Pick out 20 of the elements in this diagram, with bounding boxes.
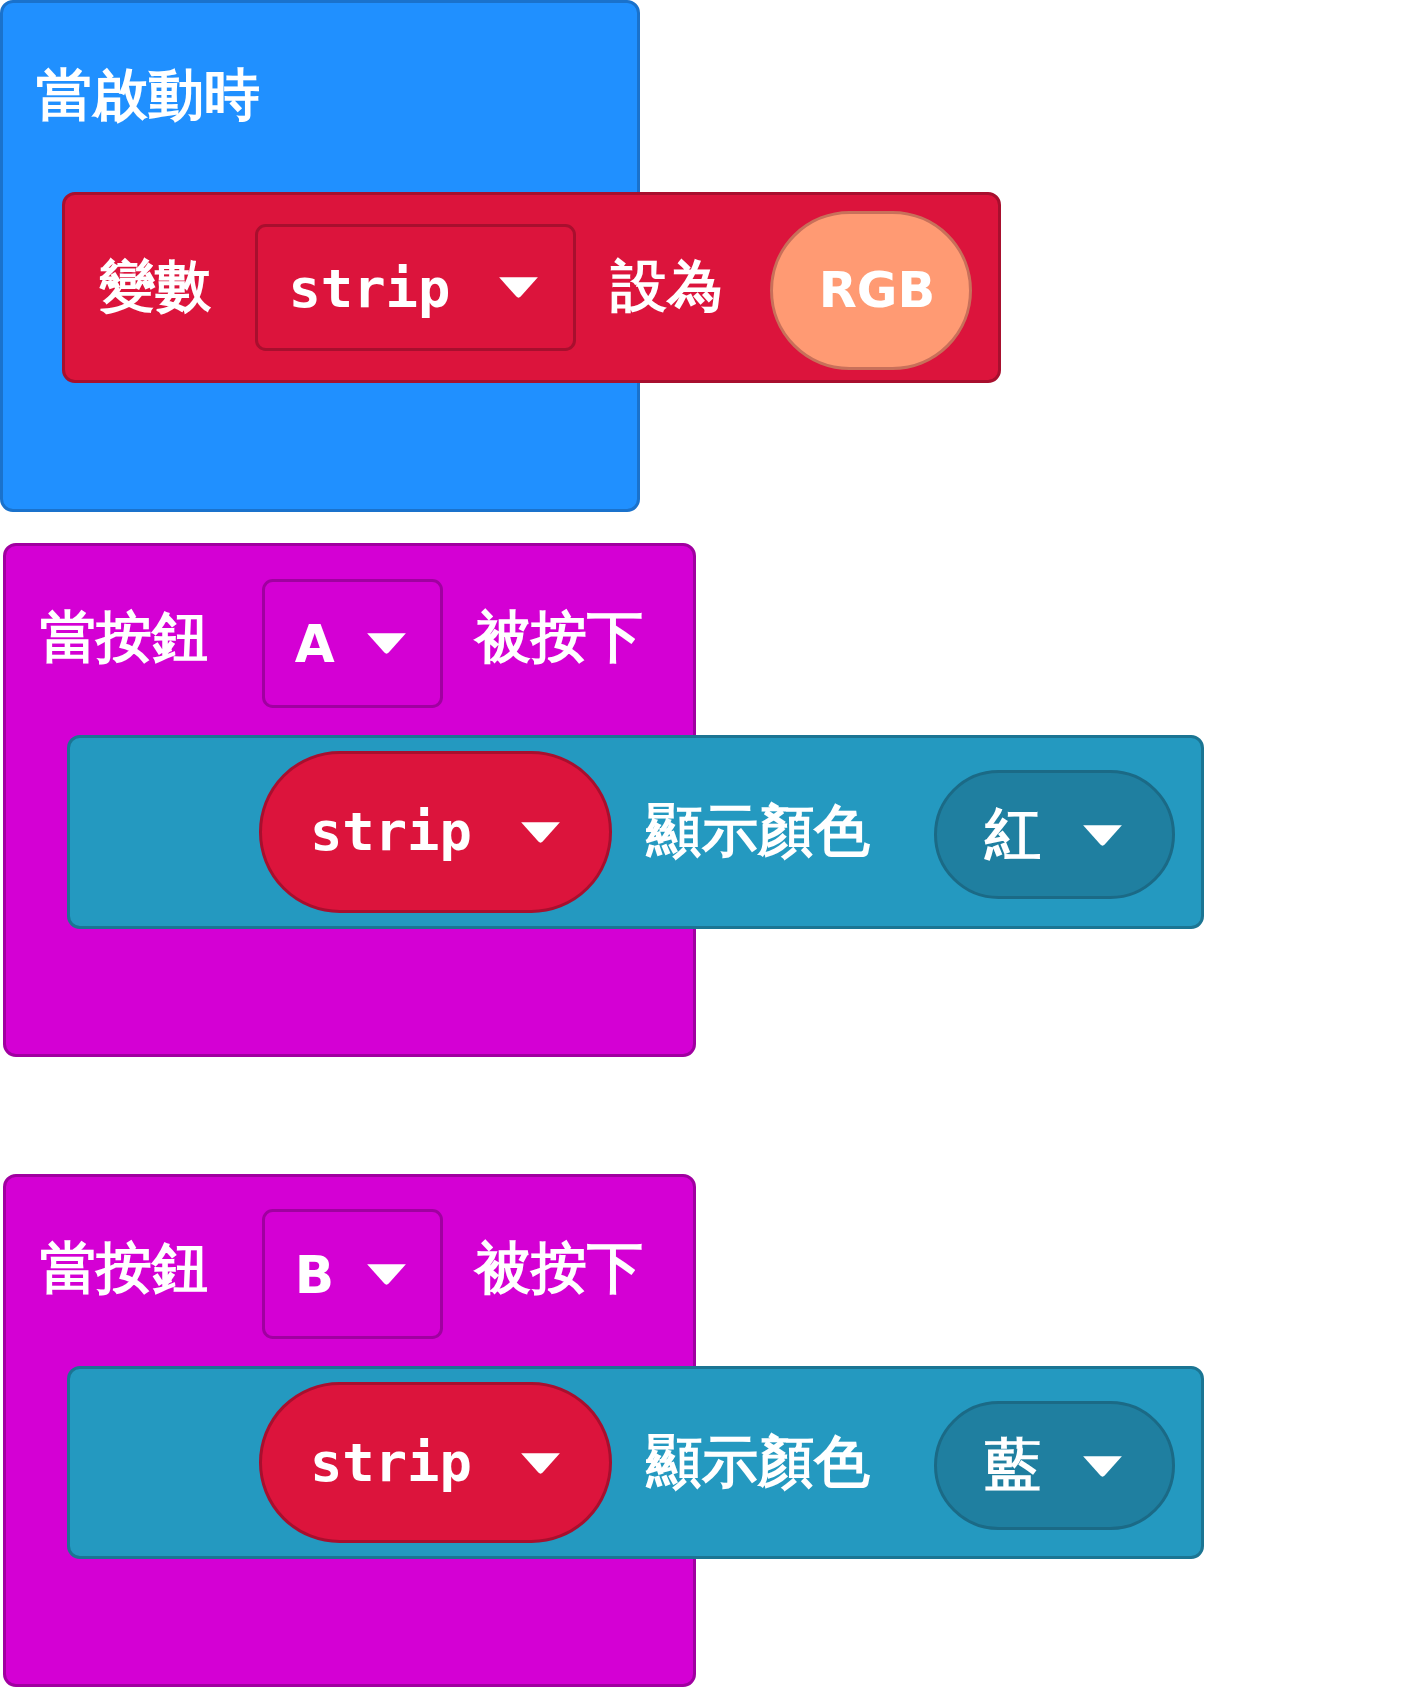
block-label: 被按下 bbox=[474, 603, 643, 672]
dropdown-menu bbox=[262, 578, 444, 708]
dropdown-menu bbox=[255, 223, 576, 351]
dropdown-label: 紅 bbox=[984, 799, 1041, 868]
block-label: 當按鈕 bbox=[39, 603, 208, 672]
block-label: 顯示顏色 bbox=[645, 796, 870, 865]
value-label: RGB bbox=[818, 260, 936, 322]
block-label: 顯示顏色 bbox=[645, 1427, 870, 1496]
block-label: 當啟動時 bbox=[35, 60, 260, 129]
dropdown-label: strip bbox=[309, 799, 472, 866]
block-label: 被按下 bbox=[474, 1233, 643, 1302]
dropdown-label: strip bbox=[288, 255, 451, 322]
dropdown-label: strip bbox=[309, 1429, 472, 1496]
dropdown-menu bbox=[262, 1209, 444, 1339]
block-label: 設為 bbox=[611, 252, 724, 321]
block-label: 變數 bbox=[99, 252, 211, 321]
block-label: 當按鈕 bbox=[39, 1233, 208, 1302]
dropdown-label: B bbox=[294, 1243, 334, 1307]
dropdown-label: 藍 bbox=[984, 1430, 1041, 1499]
dropdown-label: A bbox=[294, 613, 335, 677]
